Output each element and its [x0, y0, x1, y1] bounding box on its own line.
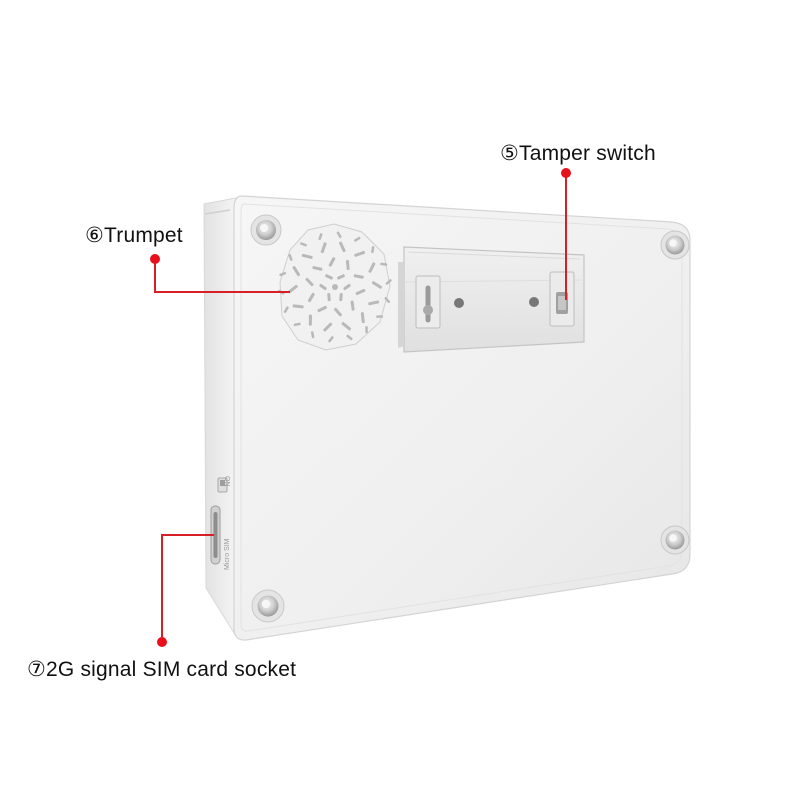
- grille-hole: [337, 274, 345, 280]
- grille-hole: [319, 283, 327, 291]
- mounting-bracket: [398, 246, 585, 353]
- grille-hole: [288, 253, 293, 261]
- grille-hole: [376, 315, 384, 318]
- grille-hole: [338, 241, 346, 253]
- grille-hole: [293, 322, 301, 327]
- grille-hole: [343, 283, 351, 291]
- grille-hole: [350, 300, 355, 311]
- grille-hole: [339, 293, 343, 302]
- grille-hole: [279, 271, 287, 277]
- callout-label-tamper-switch: ⑤Tamper switch: [500, 141, 656, 166]
- grille-hole: [353, 274, 364, 279]
- sim-slot-label: Micro SIM: [224, 538, 231, 570]
- grille-hole: [365, 326, 368, 334]
- grille-hole: [301, 253, 313, 259]
- grille-hole: [328, 257, 336, 267]
- callout-label-trumpet: ⑥Trumpet: [85, 223, 183, 248]
- grille-hole: [292, 266, 301, 277]
- grille-hole: [336, 231, 342, 239]
- grille-hole: [318, 233, 323, 241]
- device-side-edge: [203, 197, 237, 638]
- grille-hole: [283, 306, 289, 313]
- callout-number: ⑦: [27, 658, 47, 681]
- screw-bottom-left: [251, 589, 285, 623]
- grille-hole: [317, 305, 328, 313]
- grille-hole: [354, 250, 366, 257]
- callout-number: ⑤: [500, 142, 520, 165]
- grille-hole: [325, 274, 333, 280]
- grille-hole: [288, 284, 298, 294]
- grille-hole: [327, 293, 331, 302]
- callout-line-trumpet: [150, 254, 290, 293]
- grille-hole: [371, 246, 375, 254]
- grille-hole: [320, 242, 327, 254]
- callout-text: Tamper switch: [519, 142, 656, 165]
- grille-hole: [292, 304, 304, 309]
- grille-hole: [323, 322, 333, 332]
- callout-line-sim: [157, 534, 214, 647]
- grille-hole: [300, 242, 307, 247]
- callout-line-tamper: [561, 168, 571, 300]
- grille-hole: [328, 336, 334, 343]
- grille-center-hole: [332, 284, 338, 290]
- grille-hole: [371, 281, 383, 289]
- grille-hole: [345, 259, 350, 271]
- sim-card-socket: [210, 505, 221, 565]
- grille-hole: [360, 312, 365, 324]
- grille-hole: [333, 307, 343, 317]
- grille-hole: [384, 296, 391, 304]
- grille-hole: [310, 331, 315, 339]
- switch-label: ON: [223, 476, 230, 487]
- grille-hole: [355, 288, 366, 296]
- grille-hole: [308, 314, 312, 326]
- grille-hole: [307, 292, 315, 303]
- grille-hole: [341, 321, 352, 331]
- grille-hole: [346, 334, 353, 341]
- screw-top-left: [250, 214, 282, 246]
- callout-text: 2G signal SIM card socket: [46, 658, 297, 681]
- grille-hole: [368, 300, 380, 306]
- callout-label-sim-socket: ⑦2G signal SIM card socket: [27, 657, 296, 682]
- callout-number: ⑥: [85, 224, 105, 247]
- screw-bottom-right: [660, 525, 690, 555]
- screw-top-right: [660, 230, 690, 260]
- grille-hole: [312, 266, 323, 271]
- grille-hole: [305, 277, 314, 287]
- grille-hole: [385, 279, 392, 285]
- side-groove: [204, 209, 231, 215]
- speaker-grille: [277, 223, 392, 351]
- grille-hole: [353, 236, 361, 242]
- grille-hole: [368, 262, 376, 273]
- grille-hole: [380, 262, 388, 266]
- callout-text: Trumpet: [104, 224, 183, 247]
- power-switch: [217, 477, 228, 493]
